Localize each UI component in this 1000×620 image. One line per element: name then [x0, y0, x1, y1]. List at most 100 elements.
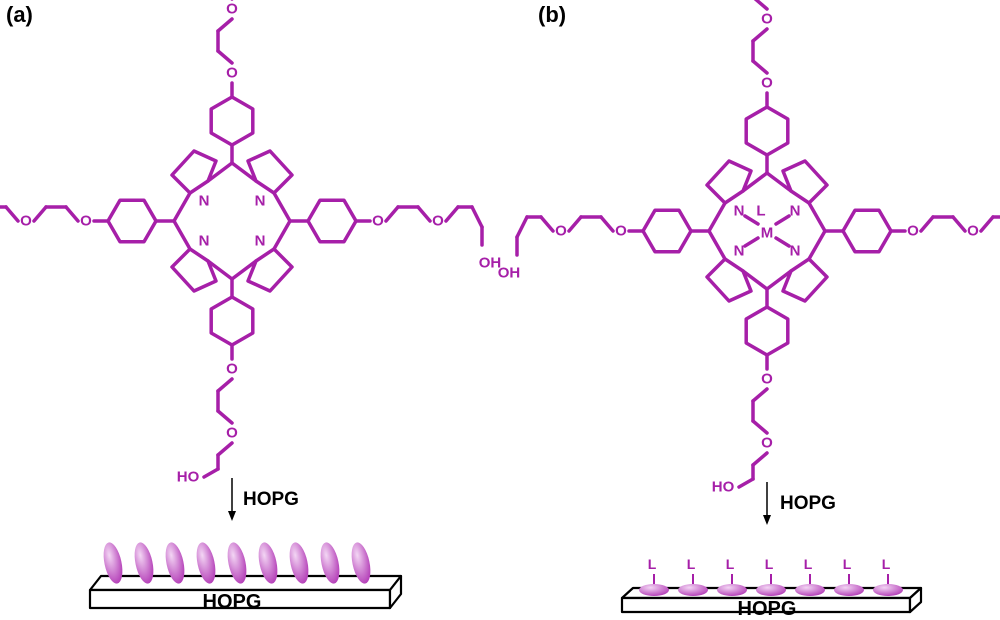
- ether-oxygen-label: O: [372, 213, 384, 230]
- meso-bond: [807, 201, 827, 233]
- pyrrole-ring: [705, 257, 753, 303]
- axial-ligand-label: L: [648, 556, 657, 572]
- coordination-bond: [774, 236, 791, 248]
- coordination-bond: [743, 236, 760, 248]
- nitrogen-label: N: [790, 203, 801, 220]
- meso-bond: [807, 229, 827, 261]
- panel-a-hopg-surface: HOPG: [88, 574, 403, 613]
- flat-metalloporphyrin: [678, 584, 708, 596]
- coordination-bond: [743, 214, 760, 226]
- ether-oxygen-label: O: [432, 213, 444, 230]
- ether-oxygen-label: O: [761, 371, 773, 388]
- phenyl-ring: [106, 198, 158, 244]
- panel-a-surface-label: HOPG: [203, 591, 262, 613]
- chain-bond: [4, 205, 20, 223]
- chain-bond: [216, 49, 234, 65]
- ether-oxygen-label: O: [226, 361, 238, 378]
- chain-bond: [751, 27, 769, 43]
- chain-bond: [751, 59, 769, 75]
- ether-oxygen-label: O: [80, 213, 92, 230]
- chain-bond: [515, 215, 529, 239]
- panel-a-porphyrin: NNNNOOHOOOHOOOOHOOOH: [0, 0, 501, 486]
- nitrogen-label: N: [255, 233, 266, 250]
- upright-porphyrin: [258, 542, 278, 584]
- chain-bond: [384, 205, 400, 223]
- flat-metalloporphyrin: [873, 584, 903, 596]
- chain-bond: [202, 467, 220, 479]
- upright-porphyrin: [134, 542, 154, 584]
- upright-porphyrin: [320, 542, 340, 584]
- chain-bond: [751, 387, 769, 403]
- chain-bond: [951, 215, 967, 233]
- ether-oxygen-label: O: [615, 223, 627, 240]
- phenyl-ring: [744, 305, 790, 357]
- chain-bond: [444, 205, 460, 223]
- panel-b: (b) NNNNMLOOHOOOHOOOOHOOOH HOPG HOPG LLL…: [498, 0, 1000, 620]
- ether-oxygen-label: O: [20, 213, 32, 230]
- chain-bond: [751, 419, 769, 435]
- meso-bond: [765, 171, 793, 193]
- axial-ligand-label: L: [843, 556, 852, 572]
- pyrrole-ring: [781, 257, 829, 303]
- panel-a-arrow-label: HOPG: [243, 489, 299, 510]
- panel-a-label: (a): [6, 2, 33, 27]
- chain-bond: [753, 0, 769, 11]
- meso-bond: [206, 161, 234, 183]
- phenyl-ring: [209, 295, 255, 347]
- axial-ligand-label: L: [756, 203, 765, 220]
- meso-bond: [230, 259, 258, 281]
- meso-bond: [230, 161, 258, 183]
- chain-bond: [979, 215, 995, 233]
- panel-b-reaction-arrow: [763, 482, 771, 525]
- panel-a-adsorbed-molecules: [103, 542, 371, 584]
- meso-bond: [172, 191, 192, 223]
- flat-metalloporphyrin: [834, 584, 864, 596]
- chain-bond: [32, 205, 48, 223]
- nitrogen-label: N: [734, 243, 745, 260]
- meso-bond: [272, 219, 292, 251]
- chain-bond: [751, 451, 769, 467]
- phenyl-ring: [841, 208, 893, 254]
- phenyl-ring: [641, 208, 693, 254]
- meso-bond: [272, 191, 292, 223]
- ether-oxygen-label: O: [761, 75, 773, 92]
- ether-oxygen-label: O: [555, 223, 567, 240]
- chain-bond: [64, 205, 80, 223]
- upright-porphyrin: [351, 542, 371, 584]
- ether-oxygen-label: O: [226, 65, 238, 82]
- pyrrole-ring: [246, 247, 294, 293]
- pyrrole-ring: [170, 247, 218, 293]
- upright-porphyrin: [196, 542, 216, 584]
- hydroxyl-label: OH: [498, 265, 521, 282]
- upright-porphyrin: [227, 542, 247, 584]
- axial-ligand-label: L: [804, 556, 813, 572]
- ether-oxygen-label: O: [761, 435, 773, 452]
- nitrogen-label: N: [255, 193, 266, 210]
- pyrrole-ring: [170, 149, 218, 195]
- panel-a-reaction-arrow: [228, 478, 236, 521]
- flat-metalloporphyrin: [756, 584, 786, 596]
- flat-metalloporphyrin: [639, 584, 669, 596]
- chain-bond: [216, 17, 234, 33]
- chain-bond: [567, 215, 583, 233]
- phenyl-ring: [744, 105, 790, 157]
- pyrrole-ring: [781, 159, 829, 205]
- nitrogen-label: N: [790, 243, 801, 260]
- axial-ligand-label: L: [687, 556, 696, 572]
- ether-oxygen-label: O: [226, 425, 238, 442]
- meso-bond: [172, 219, 192, 251]
- meso-bond: [707, 201, 727, 233]
- chain-bond: [416, 205, 432, 223]
- hydroxyl-label: OH: [479, 255, 502, 272]
- panel-b-label: (b): [538, 2, 566, 27]
- upright-porphyrin: [103, 542, 123, 584]
- meso-bond: [707, 229, 727, 261]
- pyrrole-ring: [246, 149, 294, 195]
- chain-bond: [539, 215, 555, 233]
- ether-oxygen-label: O: [761, 11, 773, 28]
- phenyl-ring: [209, 95, 255, 147]
- chain-bond: [216, 409, 234, 425]
- panel-b-surface-label: HOPG: [738, 598, 797, 620]
